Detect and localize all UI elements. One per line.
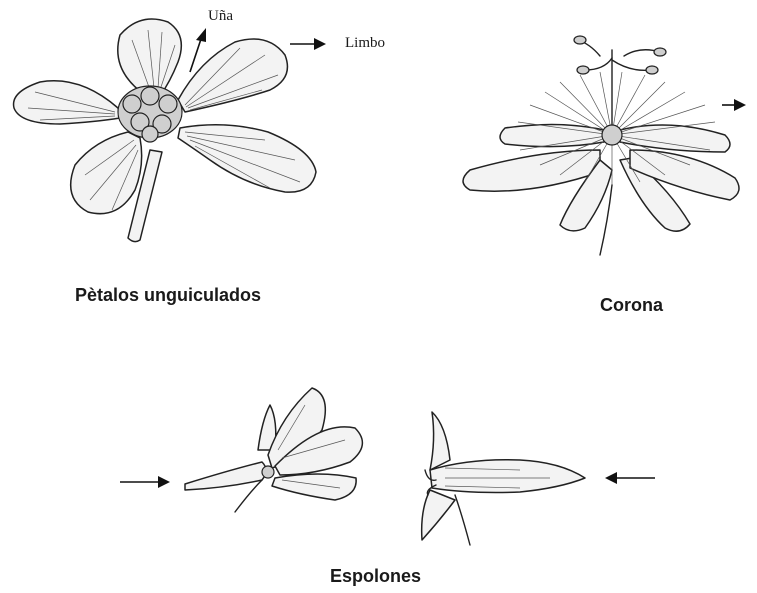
corona-arrow xyxy=(722,99,746,111)
clawed-petals-flower-drawing xyxy=(14,19,316,242)
limbo-arrow xyxy=(290,38,326,50)
una-label: Uña xyxy=(208,8,233,25)
spur-arrow-left xyxy=(120,476,170,488)
clawed-petals-caption: Pètalos unguiculados xyxy=(75,285,261,306)
limbo-label: Limbo xyxy=(345,35,385,52)
corona-caption: Corona xyxy=(600,295,663,316)
spurs-caption: Espolones xyxy=(330,566,421,587)
spurred-flower-left-drawing xyxy=(185,388,362,512)
spurred-flower-right-drawing xyxy=(422,412,585,545)
spur-arrow-right xyxy=(605,472,655,484)
corona-flower-drawing xyxy=(463,36,739,255)
